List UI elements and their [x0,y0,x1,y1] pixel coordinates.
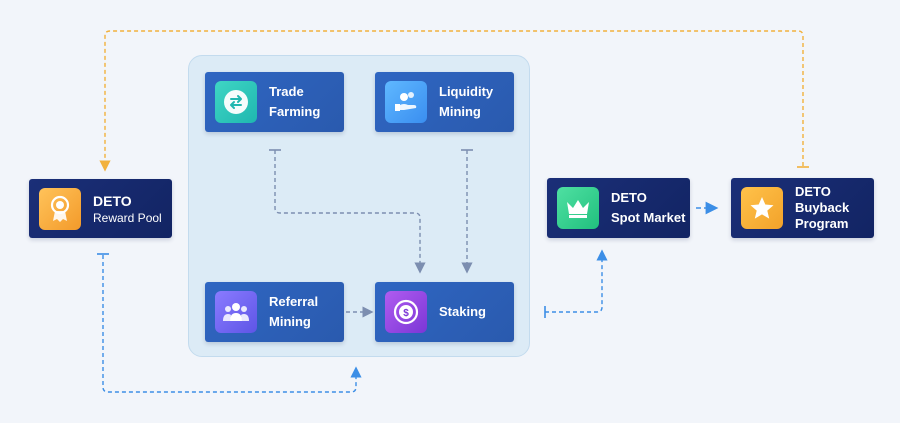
connector-trade-farming-to-staking [274,150,426,274]
node-spot-market: DETO Spot Market [547,178,690,238]
users-icon [215,291,257,333]
award-medal-icon [39,187,81,230]
buyback-line1: DETO [795,184,831,199]
node-liquidity-mining: Liquidity Mining [375,72,514,132]
trade-farming-line2: Farming [269,104,321,119]
spot-market-label: DETO Spot Market [611,188,685,228]
buyback-label: DETO Buyback Program [795,184,849,232]
liquidity-mining-line1: Liquidity [439,84,494,99]
connector-reward-pool-to-group [102,255,362,393]
buyback-line3: Program [795,216,849,231]
reward-pool-label: DETO Reward Pool [93,192,162,226]
reward-pool-line1: DETO [93,192,132,209]
reward-pool-line2: Reward Pool [93,210,162,225]
staking-label: Staking [439,302,486,322]
staking-line1: Staking [439,304,486,319]
referral-mining-label: Referral Mining [269,292,318,332]
liquidity-mining-label: Liquidity Mining [439,82,493,122]
trade-farming-line1: Trade [269,84,304,99]
node-buyback: DETO Buyback Program [731,178,874,238]
hand-coins-icon [385,81,427,123]
referral-mining-line1: Referral [269,294,319,309]
spot-market-line2: Spot Market [611,210,686,225]
spot-market-line1: DETO [611,190,647,205]
svg-text:$: $ [403,308,409,319]
liquidity-mining-line2: Mining [439,104,481,119]
crown-icon [557,187,599,229]
swap-icon [215,81,257,123]
buyback-line2: Buyback [795,200,850,215]
node-trade-farming: Trade Farming [205,72,344,132]
node-reward-pool: DETO Reward Pool [29,179,172,238]
connector-staking-to-spot-market [545,249,608,313]
star-icon [741,187,783,229]
trade-farming-label: Trade Farming [269,82,320,122]
node-staking: $ Staking [375,282,514,342]
referral-mining-line2: Mining [269,314,311,329]
dollar-coin-icon: $ [385,291,427,333]
node-referral-mining: Referral Mining [205,282,344,342]
